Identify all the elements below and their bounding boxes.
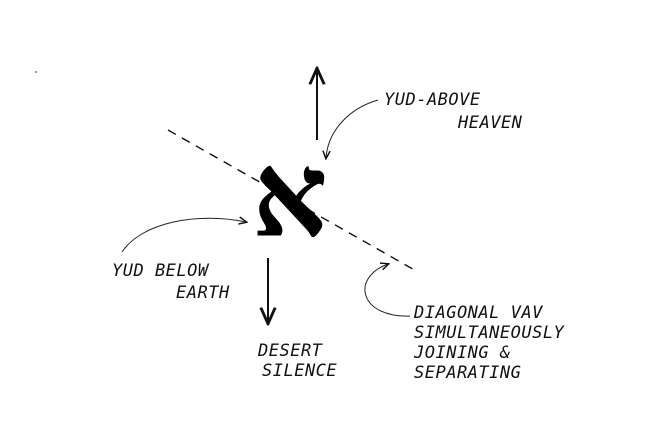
pointer-yud-above	[326, 99, 379, 158]
pointer-diagonal-vav	[364, 264, 411, 317]
label-desert: DESERT	[257, 341, 324, 361]
label-silence: SILENCE	[262, 361, 337, 381]
label-yud-below: YUD BELOW	[112, 261, 210, 281]
aleph-letter: א	[252, 125, 328, 264]
label-diagonal-vav: DIAGONAL VAV	[413, 303, 543, 323]
label-simultaneously: SIMULTANEOUSLY	[414, 323, 566, 343]
stray-dot	[35, 71, 37, 73]
label-yud-above: YUD-ABOVE	[384, 90, 481, 110]
label-heaven: HEAVEN	[457, 113, 523, 133]
label-earth: EARTH	[176, 283, 230, 303]
label-joining: JOINING &	[413, 343, 511, 363]
pointer-yud-below	[121, 218, 246, 253]
label-separating: SEPARATING	[414, 363, 521, 383]
